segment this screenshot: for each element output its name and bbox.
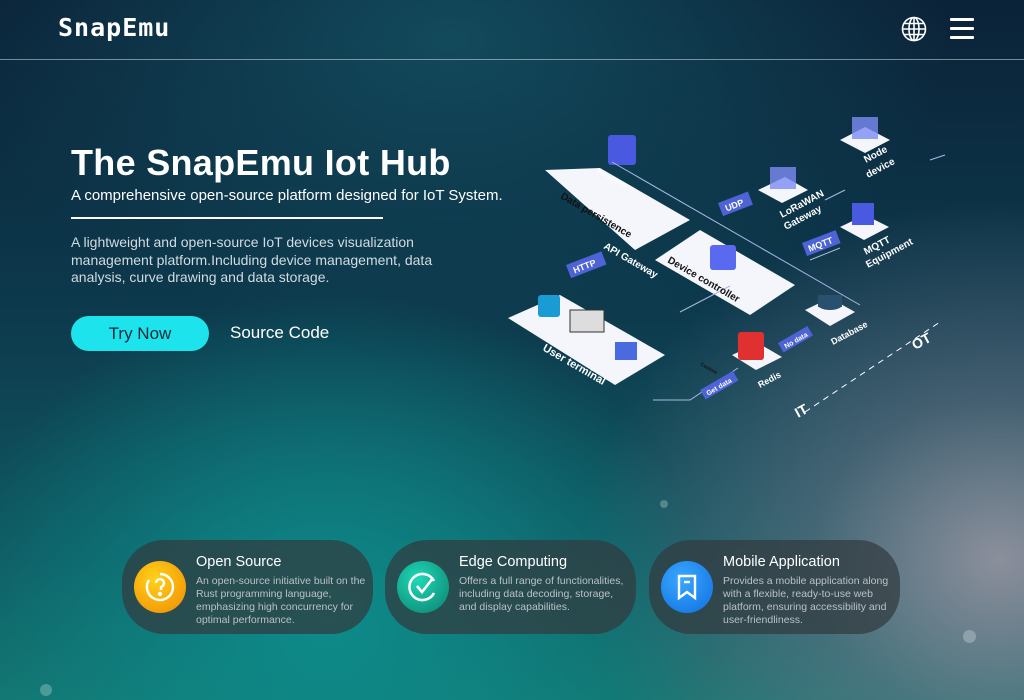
source-code-link[interactable]: Source Code — [230, 323, 330, 342]
custom-label: Custom — [699, 362, 719, 377]
feature-card-edge-computing[interactable]: Edge Computing Offers a full range of fu… — [385, 540, 636, 634]
user-terminal-plane — [508, 295, 665, 385]
feature-text: Offers a full range of functionalities, … — [459, 575, 624, 613]
globe-icon[interactable] — [901, 16, 927, 42]
subtitle: A comprehensive open-source platform des… — [71, 187, 503, 204]
device-controller-plane — [655, 230, 795, 315]
description: A lightweight and open-source IoT device… — [71, 234, 433, 285]
database-plane — [805, 298, 855, 326]
architecture-diagram: HTTP UDP MQTT Get data No data Data pers… — [508, 117, 946, 421]
feature-title: Edge Computing — [459, 554, 568, 570]
logo[interactable]: SnapEmu — [58, 13, 171, 42]
menu-icon[interactable] — [950, 18, 974, 40]
feature-text: An open-source initiative built on the R… — [196, 575, 366, 626]
feature-title: Open Source — [196, 554, 282, 570]
feature-card-open-source[interactable]: Open Source An open-source initiative bu… — [122, 540, 373, 634]
ot-label: OT — [909, 329, 934, 352]
feature-text: Provides a mobile application along with… — [723, 575, 889, 626]
header: SnapEmu — [0, 0, 1024, 60]
data-persistence-plane — [545, 168, 690, 250]
page-title: The SnapEmu Iot Hub — [71, 142, 451, 183]
redis-label: Redis — [756, 369, 782, 389]
question-icon — [134, 561, 186, 613]
divider — [71, 217, 383, 219]
feature-title: Mobile Application — [723, 554, 840, 570]
it-label: IT — [792, 400, 811, 420]
bookmark-icon — [661, 561, 713, 613]
feature-card-mobile-application[interactable]: Mobile Application Provides a mobile app… — [649, 540, 900, 634]
database-label: Database — [829, 319, 869, 347]
try-now-button[interactable]: Try Now — [71, 316, 209, 351]
api-gateway-label: API Gateway — [602, 241, 660, 281]
check-icon — [397, 561, 449, 613]
